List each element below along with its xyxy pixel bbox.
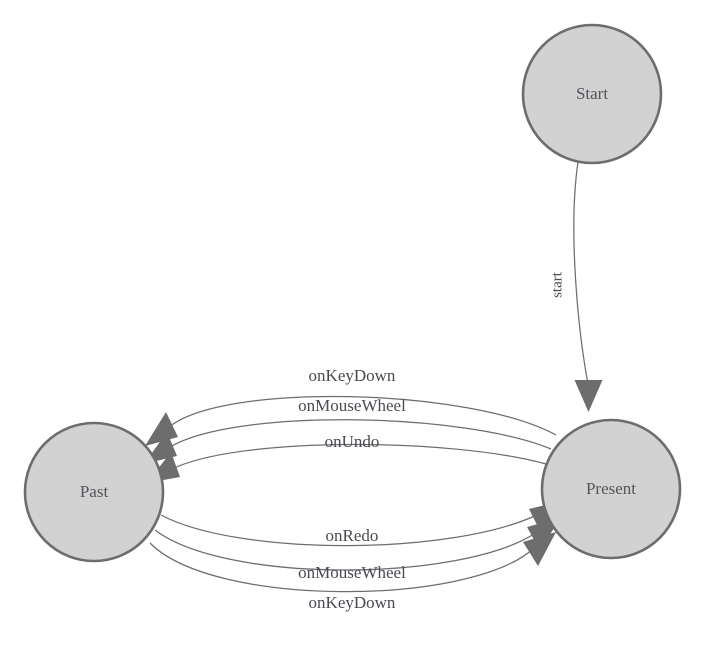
node-start[interactable]: Start — [521, 23, 663, 165]
edge-past-to-present-onkeydown[interactable]: onKeyDown — [149, 532, 556, 612]
edge-past-to-present-onredo[interactable]: onRedo — [160, 501, 562, 547]
edge-up-2-path — [166, 419, 552, 450]
edge-present-to-past-onmousewheel[interactable]: onMouseWheel — [144, 396, 552, 464]
arrowhead-past-1 — [145, 412, 178, 446]
edge-label-up-3: onUndo — [325, 432, 380, 451]
edge-label-dn-1: onRedo — [326, 526, 379, 545]
node-present[interactable]: Present — [540, 418, 682, 560]
edge-label-start: start — [549, 271, 565, 298]
edge-dn-2-path — [154, 529, 538, 571]
edge-label-up-1: onKeyDown — [309, 366, 396, 385]
edge-dn-1-path — [160, 513, 540, 547]
edge-dn-3-path — [149, 542, 535, 593]
edge-present-to-past-onundo[interactable]: onUndo — [147, 432, 547, 483]
arrowhead-present-3 — [523, 532, 556, 566]
edge-start-path — [573, 161, 589, 385]
edge-up-1-path — [167, 395, 557, 436]
edge-label-up-2: onMouseWheel — [298, 396, 406, 415]
node-past-circle — [23, 421, 165, 563]
edge-up-3-path — [169, 443, 547, 471]
node-start-circle — [521, 23, 663, 165]
node-past-label: Past — [80, 482, 109, 501]
node-present-label: Present — [586, 479, 636, 498]
node-start-label: Start — [576, 84, 608, 103]
arrowhead-present-top — [574, 380, 603, 412]
edge-present-to-past-onkeydown[interactable]: onKeyDown — [145, 366, 557, 446]
edge-label-dn-2: onMouseWheel — [298, 563, 406, 582]
node-present-circle — [540, 418, 682, 560]
edge-label-dn-3: onKeyDown — [309, 593, 396, 612]
edge-start-to-present[interactable]: start — [549, 161, 603, 412]
node-past[interactable]: Past — [23, 421, 165, 563]
